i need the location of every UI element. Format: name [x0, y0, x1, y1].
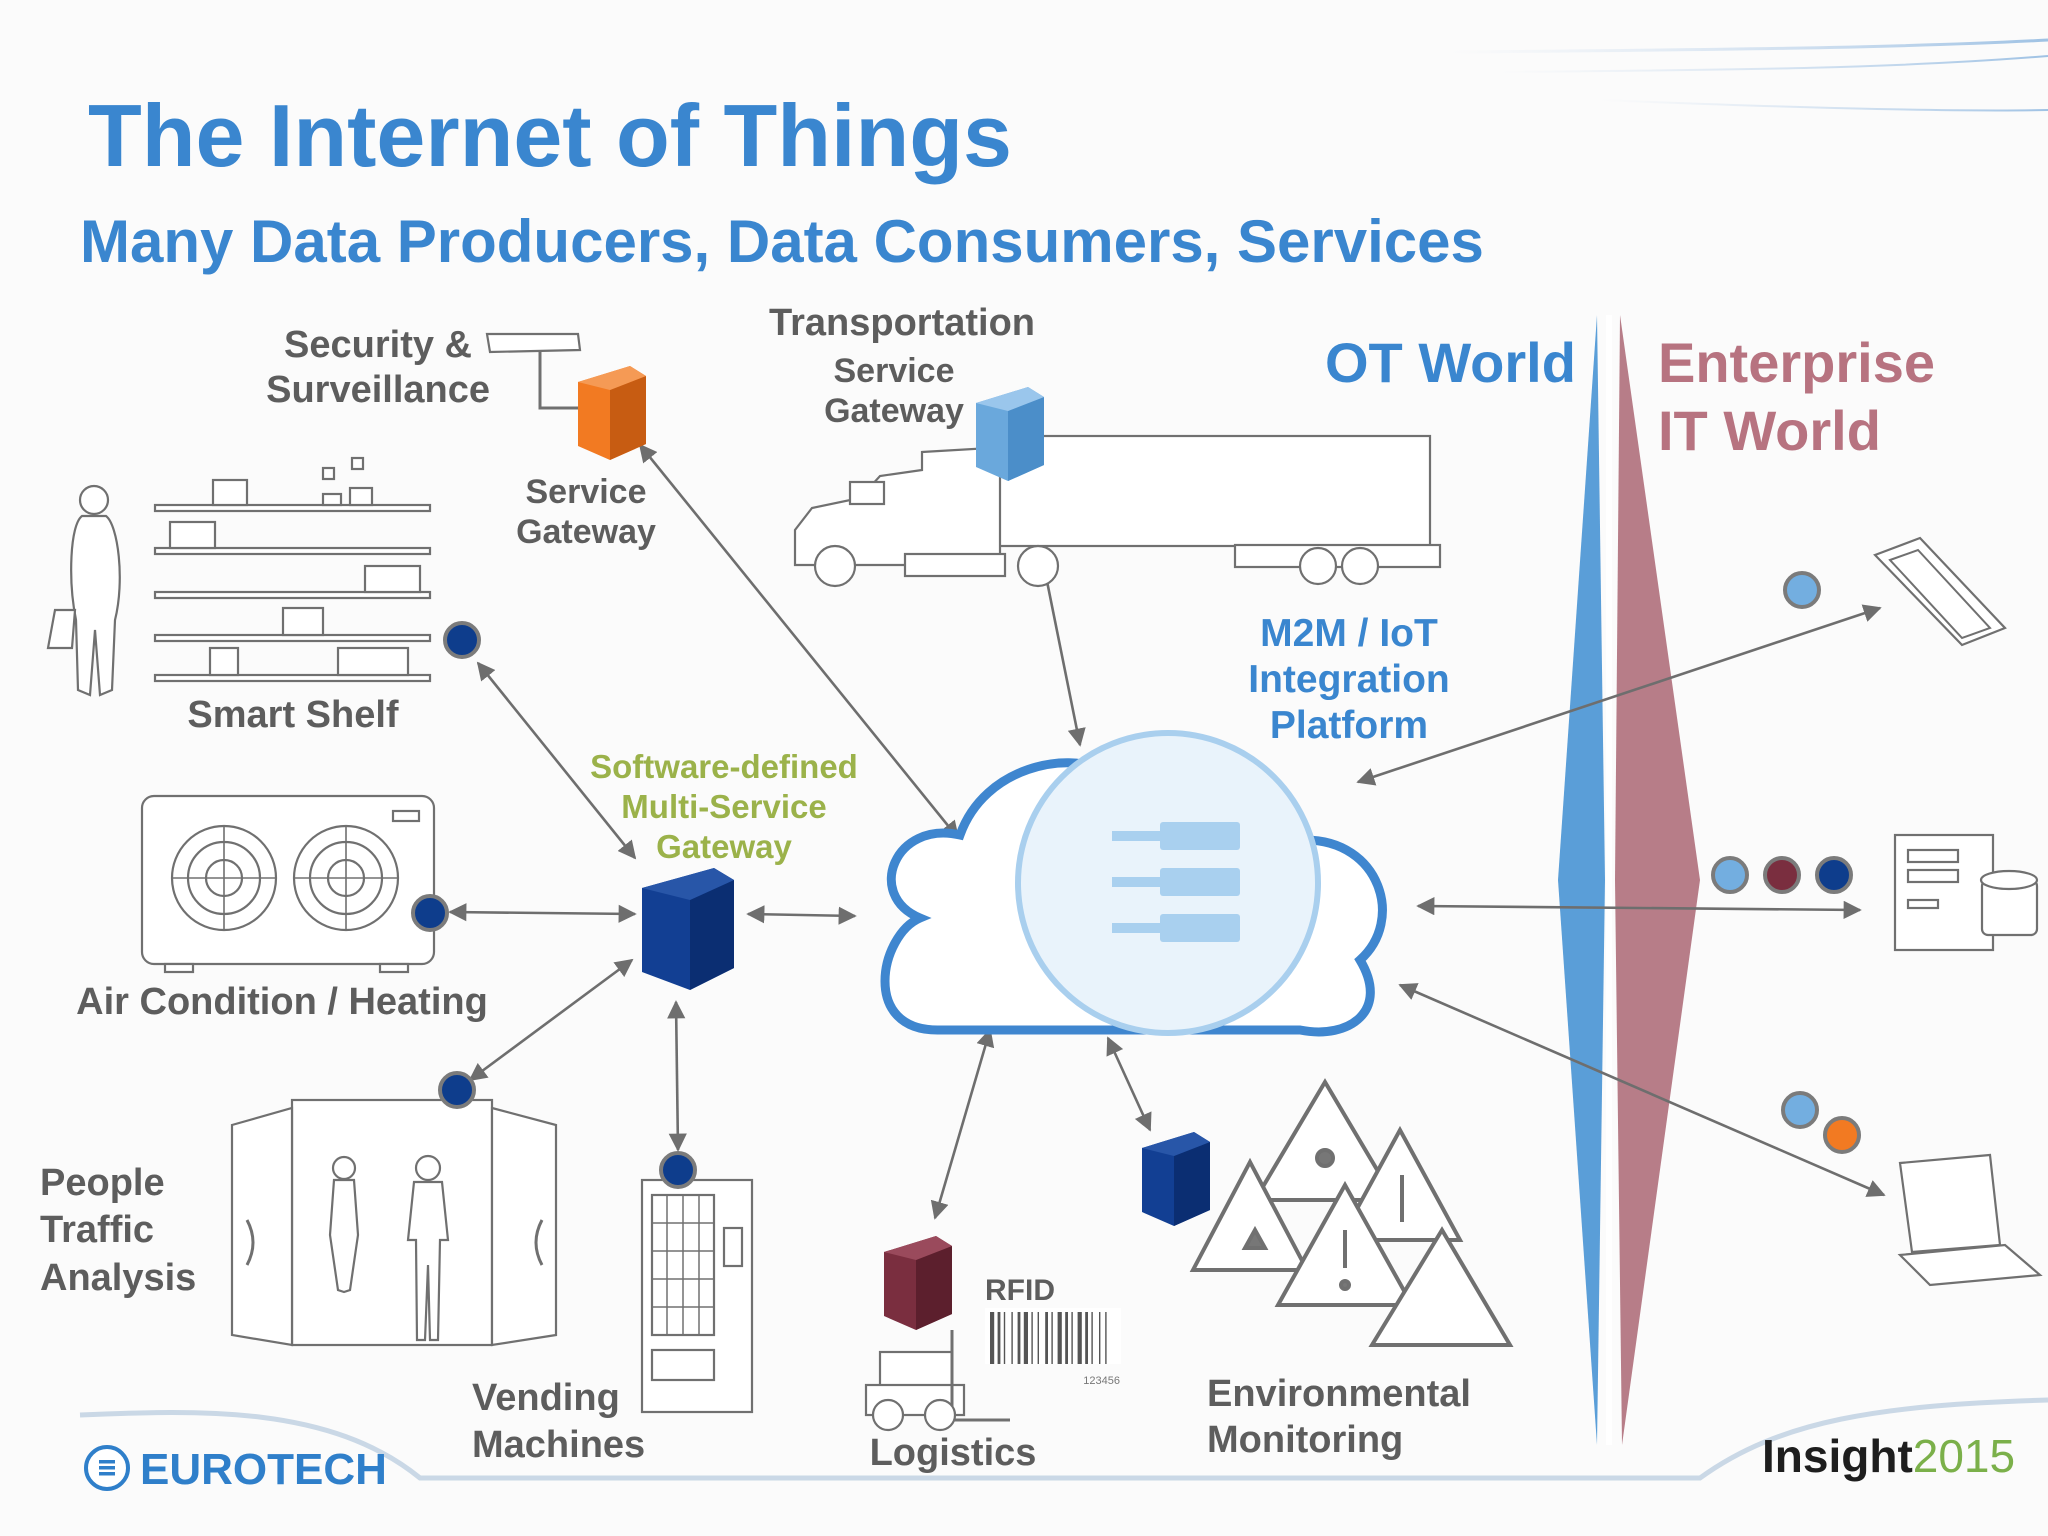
warning-icon — [1189, 1078, 1514, 1347]
barcode-number: 123456 — [1083, 1375, 1120, 1387]
ot-world-label: OT World — [1325, 331, 1576, 394]
transport-gateway-label-2: Gateway — [824, 392, 964, 430]
header-swoosh — [1449, 38, 2048, 112]
barcode-bar — [1071, 1312, 1073, 1364]
security-label-2: Surveillance — [266, 369, 490, 411]
env-label-1: Environmental — [1207, 1373, 1471, 1415]
truck-icon — [793, 434, 1442, 588]
barcode-bar — [1051, 1312, 1053, 1364]
barcode-bar — [1017, 1312, 1021, 1364]
barcode-bar — [1023, 1312, 1028, 1364]
page-title: The Internet of Things — [88, 86, 1012, 185]
transport-gateway-label-1: Service — [834, 352, 955, 390]
insight-word: Insight — [1762, 1430, 1913, 1482]
vending-label-2: Machines — [472, 1424, 645, 1466]
server-dot-1 — [1711, 856, 1749, 894]
platform-label-3: Platform — [1270, 704, 1428, 747]
barcode-bar — [1077, 1312, 1082, 1364]
env-server — [1142, 1132, 1210, 1226]
barcode-icon — [985, 1308, 1121, 1364]
laptop-icon — [1897, 1153, 2043, 1287]
barcode-bar — [1057, 1312, 1062, 1364]
security-gateway-label-2: Gateway — [516, 513, 656, 551]
camera-icon — [485, 332, 582, 410]
barcode-bar — [1099, 1312, 1101, 1364]
rfid-label: RFID — [985, 1274, 1055, 1307]
forklift-icon — [864, 1330, 1010, 1432]
laptop-dot-2 — [1823, 1116, 1861, 1154]
barcode-bar — [1037, 1312, 1039, 1364]
barcode-bar — [1011, 1312, 1013, 1364]
gateway-label-2: Multi-Service — [621, 788, 826, 825]
server-dot-2 — [1763, 856, 1801, 894]
barcode-bar — [990, 1312, 995, 1364]
security-label-1: Security & — [284, 324, 472, 366]
people-label-2: Traffic — [40, 1209, 154, 1251]
tablet-dot — [1783, 571, 1821, 609]
barcode-bar — [1045, 1312, 1048, 1364]
laptop-dot-1 — [1781, 1091, 1819, 1129]
vending-label-1: Vending — [472, 1377, 620, 1419]
barcode-bar — [997, 1312, 1001, 1364]
vending-icon — [640, 1178, 754, 1414]
insight-year: 2015 — [1913, 1430, 2015, 1482]
smart-shelf-sensor — [443, 621, 481, 659]
vending-sensor — [659, 1151, 697, 1189]
eurotech-brand: EUROTECH — [140, 1445, 387, 1494]
cloud-icon — [880, 730, 1387, 1037]
eurotech-logo — [84, 1445, 130, 1491]
connection-arrows — [448, 443, 1886, 1220]
database-icon — [1893, 833, 2039, 952]
logistics-server — [884, 1236, 952, 1330]
gateway-label-1: Software-defined — [590, 748, 858, 785]
platform-label-1: M2M / IoT — [1260, 612, 1438, 655]
footer-swoosh — [79, 1397, 2048, 1481]
gateway-label-3: Gateway — [656, 828, 792, 865]
barcode-bar — [1085, 1312, 1088, 1364]
env-label-2: Monitoring — [1207, 1419, 1403, 1461]
air-condition-label: Air Condition / Heating — [76, 981, 488, 1023]
platform-label-2: Integration — [1248, 658, 1450, 701]
people-label-1: People — [40, 1162, 165, 1204]
logistics-label: Logistics — [870, 1432, 1037, 1474]
door-icon — [230, 1098, 558, 1347]
ot-it-divider — [1558, 315, 1700, 1445]
smart-shelf-label: Smart Shelf — [187, 694, 399, 736]
insight-brand: Insight2015 — [1762, 1430, 2015, 1482]
people-label-3: Analysis — [40, 1257, 196, 1299]
barcode-bar — [1003, 1312, 1006, 1364]
barcode-bar — [1105, 1312, 1107, 1364]
security-gateway-label-1: Service — [526, 473, 647, 511]
page-subtitle: Many Data Producers, Data Consumers, Ser… — [80, 208, 1484, 275]
shelf-icon — [153, 456, 432, 683]
hvac-icon — [140, 794, 436, 974]
server-dot-3 — [1815, 856, 1853, 894]
transport-gateway-server — [976, 387, 1044, 481]
barcode-bar — [1091, 1312, 1093, 1364]
tablet-icon — [1873, 536, 2007, 647]
server-icon — [642, 868, 734, 990]
barcode-bar — [1031, 1312, 1033, 1364]
transport-label: Transportation — [769, 302, 1035, 344]
barcode-bar — [1065, 1312, 1068, 1364]
security-gateway-server — [578, 366, 646, 460]
it-world-label-2: IT World — [1658, 399, 1881, 462]
person-icon — [46, 484, 121, 697]
door-sensor — [438, 1071, 476, 1109]
it-world-label-1: Enterprise — [1658, 331, 1935, 394]
hvac-sensor — [411, 894, 449, 932]
